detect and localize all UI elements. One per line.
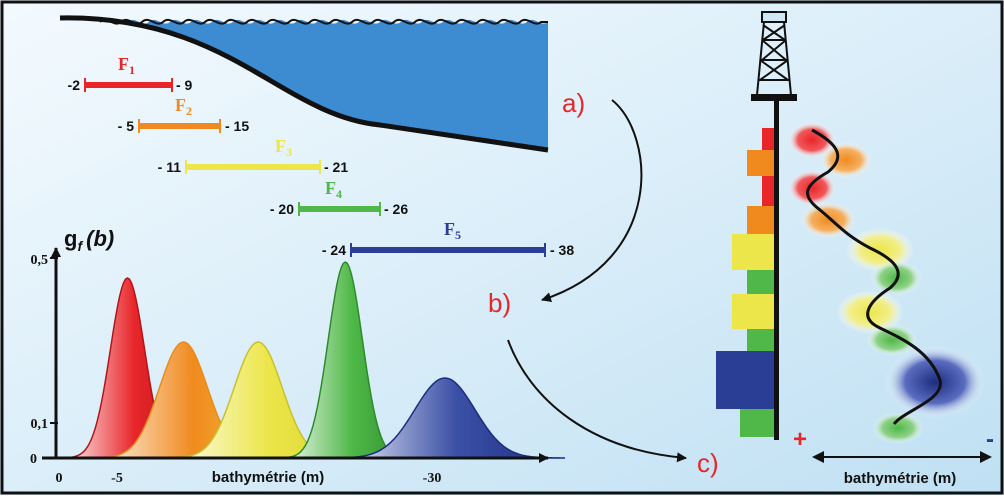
- log-bar: [732, 234, 774, 270]
- facies-label-f5: F5: [444, 219, 461, 242]
- log-bar: [762, 176, 774, 206]
- y-tick-01: 0,1: [31, 417, 49, 432]
- arrow-b-to-c: [507, 339, 687, 463]
- shallow-plus-sign: +: [793, 426, 807, 453]
- facies-label-f2: F2: [175, 95, 192, 118]
- facies-label-f4: F4: [325, 178, 342, 201]
- x-tick-minus5: -5: [111, 471, 123, 486]
- log-bar: [716, 351, 774, 409]
- derrick-icon: [751, 11, 797, 101]
- density-curve-f5: [324, 377, 565, 459]
- x-tick-0: 0: [56, 471, 63, 486]
- step-label-c: c): [697, 448, 719, 478]
- well-x-axis-label: bathymétrie (m): [844, 470, 957, 487]
- sea-profile: [59, 15, 549, 153]
- step-label-b: b): [488, 288, 511, 318]
- log-bar: [747, 206, 774, 234]
- well-x-axis-arrow-right: [980, 451, 992, 463]
- log-bar: [732, 294, 774, 329]
- range-min-f3: - 11: [158, 159, 182, 175]
- log-bar: [747, 150, 774, 176]
- seafloor-line: [59, 15, 549, 153]
- well-log: + - bathymétrie (m): [716, 11, 994, 487]
- density-curves: [59, 261, 565, 459]
- bathymetry-curve: [806, 128, 942, 426]
- probability-blobs: [788, 122, 985, 444]
- facies-label-f1: F1: [118, 54, 135, 77]
- deep-minus-sign: -: [986, 426, 994, 453]
- range-min-f1: -2: [68, 77, 81, 93]
- density-chart: 0,5 0,1 0 gf(b) 0 -5 -30 bathymétrie (m): [30, 226, 565, 486]
- range-max-f1: - 9: [176, 77, 193, 93]
- x-axis-label: bathymétrie (m): [212, 469, 325, 486]
- range-min-f4: - 20: [270, 201, 294, 217]
- log-bar: [747, 329, 774, 351]
- facies-ranges: -2 - 9 F1 - 5 - 15 F2 - 11 - 21 F3 - 20 …: [68, 54, 575, 258]
- y-axis-label: gf(b): [64, 226, 114, 254]
- range-min-f2: - 5: [118, 118, 135, 134]
- log-bar: [740, 409, 774, 437]
- y-tick-0: 0: [30, 452, 37, 467]
- range-max-f3: - 21: [324, 159, 348, 175]
- well-x-axis-arrow-left: [812, 451, 824, 463]
- sea-surface-wave: [99, 18, 548, 25]
- facies-label-f3: F3: [275, 136, 292, 159]
- range-max-f4: - 26: [384, 201, 408, 217]
- arrow-a-to-b: [541, 99, 643, 302]
- well-bore: [774, 100, 779, 440]
- step-label-a: a): [562, 88, 585, 118]
- log-bar: [747, 270, 774, 294]
- range-max-f2: - 15: [225, 118, 249, 134]
- sea-water: [60, 17, 548, 151]
- y-tick-05: 0,5: [31, 253, 49, 268]
- range-min-f5: - 24: [322, 242, 346, 258]
- range-max-f5: - 38: [550, 242, 574, 258]
- log-bar: [762, 128, 774, 150]
- x-tick-minus30: -30: [423, 471, 442, 486]
